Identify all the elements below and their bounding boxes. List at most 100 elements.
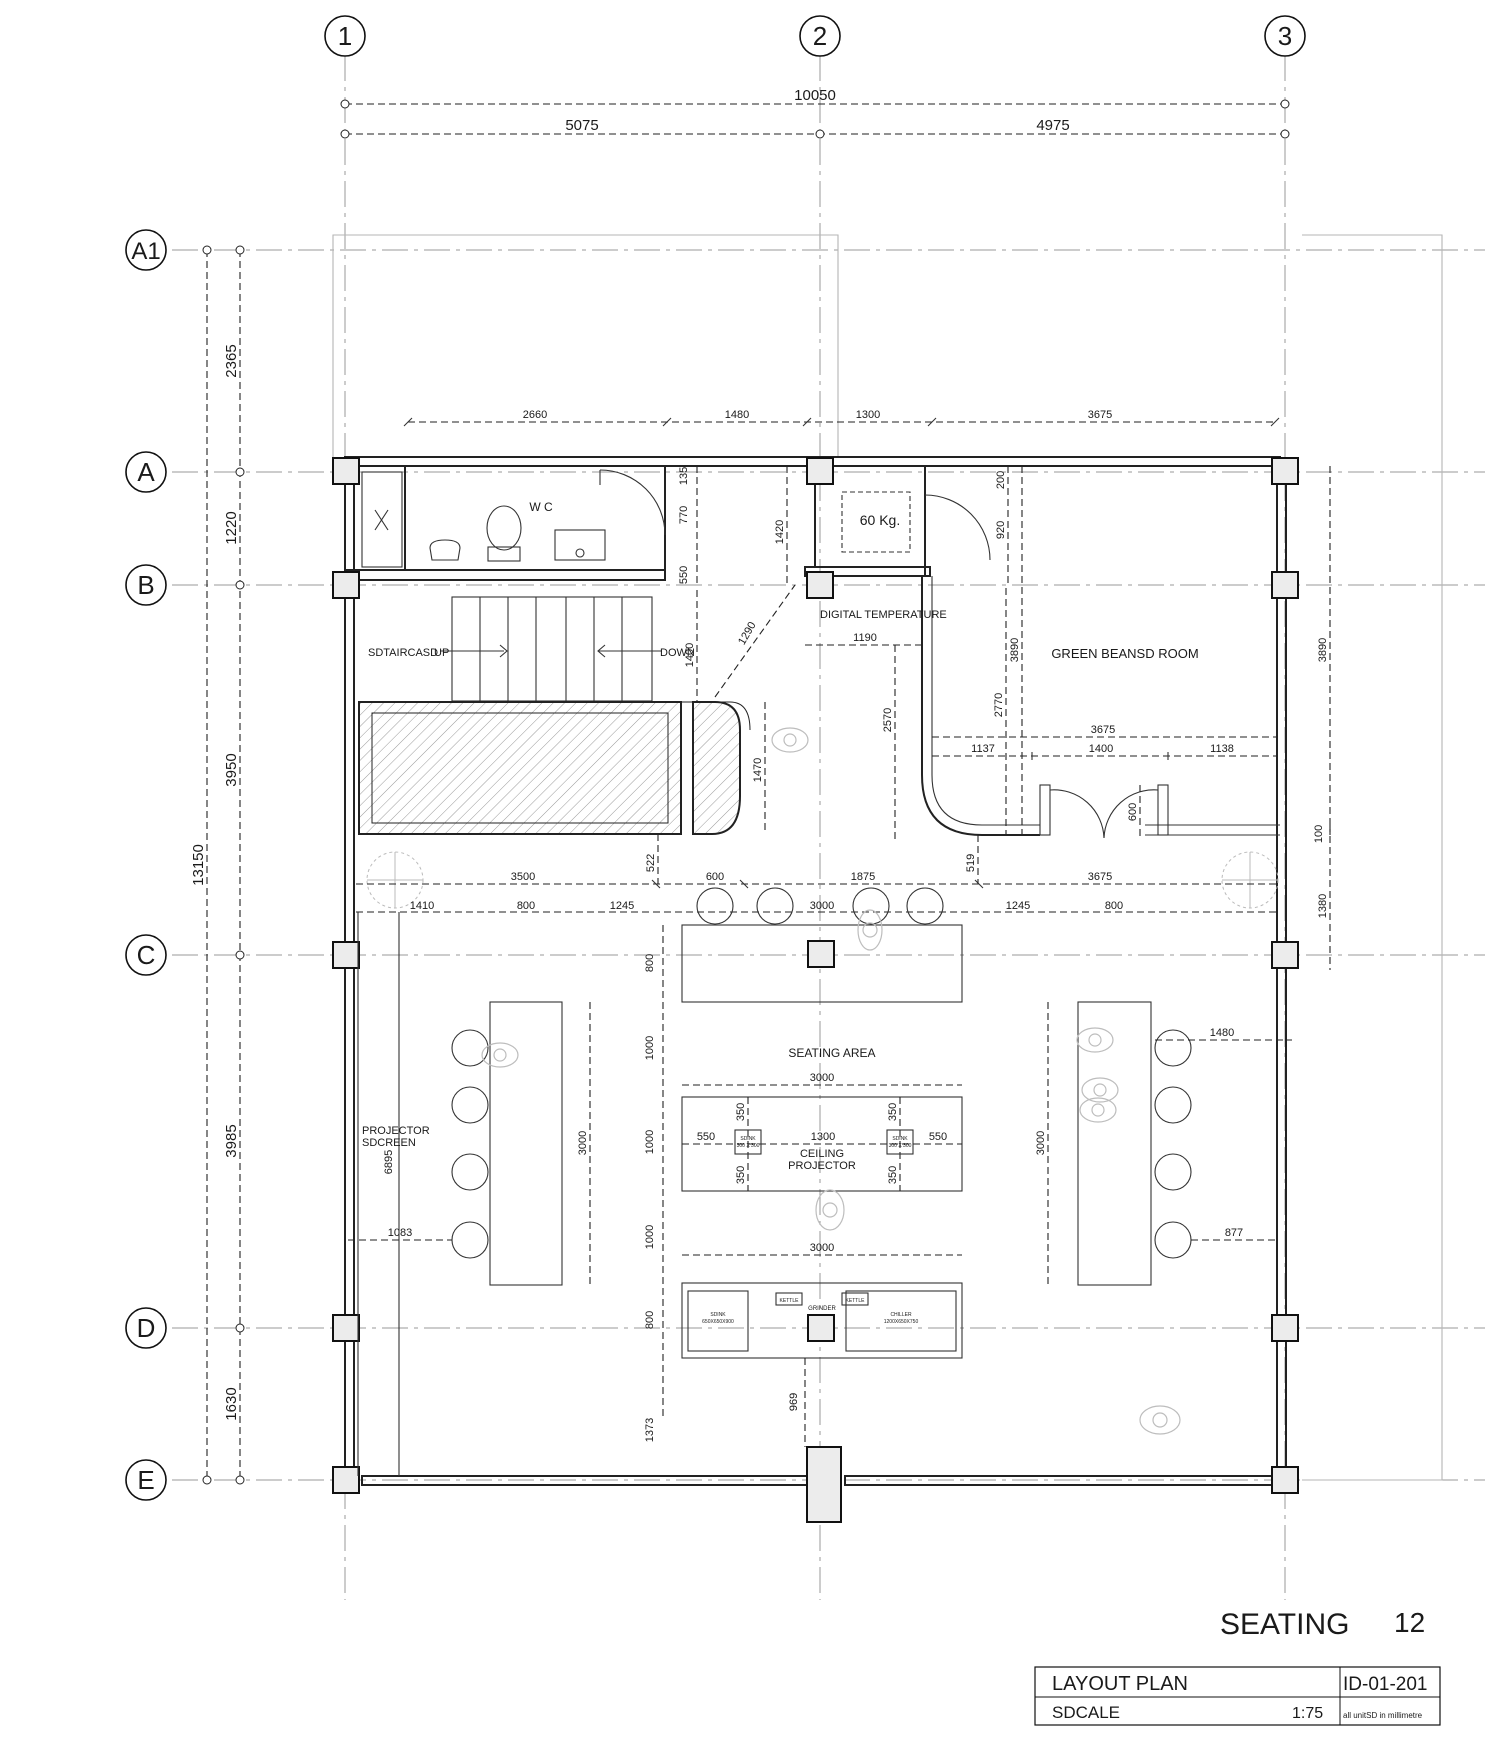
svg-text:3675: 3675 [1088,409,1112,421]
svg-text:1245: 1245 [1006,900,1030,912]
svg-text:1137: 1137 [971,743,995,755]
svg-text:1000: 1000 [644,1225,656,1249]
svg-text:1000: 1000 [644,1036,656,1060]
bar-counter: 1470 [358,701,766,835]
svg-text:2770: 2770 [993,693,1005,717]
svg-text:CEILING: CEILING [800,1148,844,1160]
plant-left [366,851,424,909]
svg-text:PROJECTOR: PROJECTOR [788,1160,856,1172]
svg-text:3000: 3000 [577,1131,589,1155]
svg-text:2570: 2570 [882,708,894,732]
svg-text:3675: 3675 [1091,724,1115,736]
dim-chain-top: 10050 5075 4975 [340,87,1290,139]
svg-text:3000: 3000 [810,1072,834,1084]
sheet-heading: SEATING [1220,1608,1349,1641]
dim-overall-depth: 13150 [190,844,207,886]
stair-down-label: DOWN [660,647,695,659]
svg-text:1083: 1083 [388,1227,412,1239]
digital-temperature-label: DIGITAL TEMPERATURE [820,609,947,621]
svg-text:800: 800 [517,900,535,912]
svg-text:KETTLE: KETTLE [780,1298,800,1304]
stair-up-label: UP [434,647,449,659]
svg-text:1410: 1410 [410,900,434,912]
svg-text:3890: 3890 [1317,638,1329,662]
central-table-middle: 3000 350 350 350 350 550 1300 550 SDINK … [681,1072,963,1192]
svg-text:CHILLER: CHILLER [890,1312,912,1318]
svg-text:1480: 1480 [725,409,749,421]
dim-row-a-b: 1220 [223,511,240,544]
svg-text:1420: 1420 [774,520,786,544]
svg-text:D: D [137,1313,156,1343]
svg-text:800: 800 [644,954,656,972]
staircase-label: SDTAIRCASD [368,647,438,659]
svg-text:300 X 300: 300 X 300 [889,1143,912,1149]
svg-text:SDINK: SDINK [892,1136,908,1142]
digital-temperature-zone: 1290 DIGITAL TEMPERATURE 1190 2570 [714,584,947,842]
dim-col-1-2: 5075 [565,117,598,134]
urinal-icon [429,539,461,561]
central-table-bottom: 3000 SDINK 650X650X900 CHILLER 1200X650X… [681,1242,963,1447]
svg-text:550: 550 [678,566,690,584]
svg-text:1245: 1245 [610,900,634,912]
svg-text:C: C [137,940,156,970]
svg-text:1400: 1400 [1089,743,1113,755]
projector-screen-label-1: PROJECTOR [362,1125,430,1137]
grid-bubble-row-e: E [125,1459,167,1501]
dim-row-b-c: 3950 [223,753,240,786]
svg-text:1138: 1138 [1210,743,1234,755]
svg-text:550: 550 [697,1131,715,1143]
svg-text:A1: A1 [131,238,160,265]
svg-text:350: 350 [887,1103,899,1121]
svg-text:2: 2 [813,21,827,51]
drawing-title: LAYOUT PLAN [1052,1673,1188,1695]
svg-text:135: 135 [678,467,690,485]
seating-area-label: SEATING AREA [788,1046,875,1060]
dim-col-2-3: 4975 [1036,117,1069,134]
svg-text:300 X 300: 300 X 300 [737,1143,760,1149]
staircase: SDTAIRCASD UP DOWN 1400 [368,590,698,702]
svg-text:800: 800 [644,1311,656,1329]
right-dims: 100 1380 [1313,825,1331,970]
toilet-icon [486,505,522,562]
svg-text:3890: 3890 [1009,638,1021,662]
grid-bubble-col-1: 1 [324,15,366,57]
room-label-green-beans: GREEN BEANSD ROOM [1051,646,1198,661]
dim-row-d-e: 1630 [223,1387,240,1420]
svg-text:969: 969 [788,1393,800,1411]
svg-text:1875: 1875 [851,871,875,883]
svg-text:SDINK: SDINK [710,1312,726,1318]
svg-text:650X650X900: 650X650X900 [702,1319,734,1325]
projector-screen: PROJECTOR SDCREEN 6895 [357,912,430,1476]
bar-stools-top [696,887,944,925]
svg-text:3675: 3675 [1088,871,1112,883]
sheet-number: 12 [1394,1607,1425,1638]
svg-text:1200X650X750: 1200X650X750 [884,1319,919,1325]
dim-row-a1-a: 2365 [223,344,240,377]
dim-chain-left: 13150 2365 1220 3950 3985 1630 [190,245,245,1485]
scale-label: SDCALE [1052,1703,1120,1722]
svg-text:800: 800 [1105,900,1123,912]
svg-text:770: 770 [678,506,690,524]
svg-text:2660: 2660 [523,409,547,421]
grid-bubble-row-c: C [125,934,167,976]
scale-value: 1:75 [1292,1705,1323,1722]
svg-text:GRINDER: GRINDER [808,1306,836,1312]
svg-text:3000: 3000 [810,900,834,912]
svg-text:B: B [137,570,154,600]
storage-room-60kg: 60 Kg. 200 920 [841,466,1009,585]
room-label-wc: W C [529,500,553,514]
svg-text:350: 350 [887,1166,899,1184]
svg-text:600: 600 [1127,803,1139,821]
svg-text:100: 100 [1313,825,1325,843]
sink-icon [554,529,606,561]
svg-text:KETTLE: KETTLE [846,1298,866,1304]
person-figures [481,727,1181,1435]
long-table-right: 3000 1480 877 [1035,1001,1292,1286]
grid-bubble-col-2: 2 [799,15,841,57]
grid-lines [172,55,1485,1600]
svg-text:200: 200 [995,471,1007,489]
svg-text:1373: 1373 [644,1418,656,1442]
units-note: all unitSD in millimetre [1343,1711,1423,1720]
svg-text:522: 522 [645,854,657,872]
svg-text:3000: 3000 [1035,1131,1047,1155]
